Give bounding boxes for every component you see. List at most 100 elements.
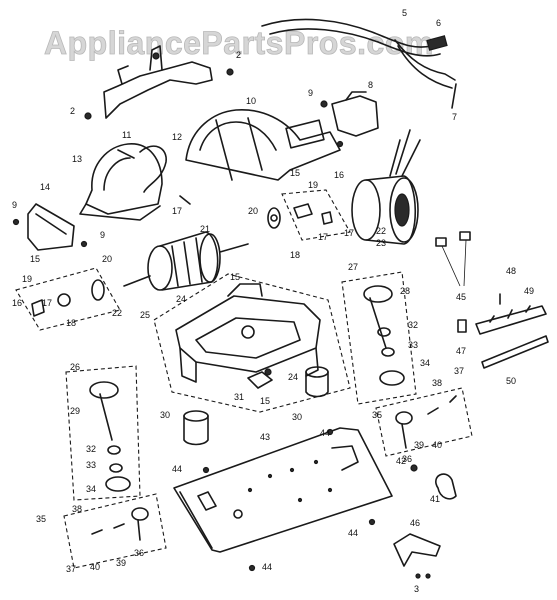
- callout-37: 37: [454, 366, 464, 376]
- power-cord-part: [261, 18, 456, 89]
- callout-39: 39: [116, 558, 126, 568]
- callout-32: 32: [86, 444, 96, 454]
- callout-35: 35: [372, 410, 382, 420]
- callout-22: 22: [376, 226, 386, 236]
- screw-part: [179, 195, 191, 205]
- callout-14: 14: [40, 182, 50, 192]
- callout-15: 15: [290, 168, 300, 178]
- callout-38: 38: [432, 378, 442, 388]
- bushing-parts: [183, 366, 329, 446]
- clamp-part: [435, 473, 457, 500]
- callout-47: 47: [456, 346, 466, 356]
- callout-34: 34: [420, 358, 430, 368]
- callout-42: 42: [396, 456, 406, 466]
- latch-group-right: [375, 387, 473, 457]
- callout-30: 30: [292, 412, 302, 422]
- motor-field-part: [351, 129, 421, 245]
- callout-9: 9: [308, 88, 313, 98]
- callout-49: 49: [524, 286, 534, 296]
- nut-part: [410, 464, 418, 472]
- callout-39: 39: [414, 440, 424, 450]
- callout-18: 18: [290, 250, 300, 260]
- callout-44: 44: [348, 528, 358, 538]
- upper-bracket-part: [103, 45, 213, 119]
- callout-29: 29: [70, 406, 80, 416]
- screw-part: [248, 564, 256, 572]
- screw-part: [415, 573, 421, 579]
- callout-3: 3: [414, 584, 419, 594]
- callout-40: 40: [432, 440, 442, 450]
- callout-21: 21: [200, 224, 210, 234]
- callout-28: 28: [400, 286, 410, 296]
- callout-13: 13: [72, 154, 82, 164]
- callout-24: 24: [288, 372, 298, 382]
- callout-24: 24: [176, 294, 186, 304]
- callout-32: 32: [408, 320, 418, 330]
- callout-17: 17: [42, 298, 52, 308]
- callout-40: 40: [90, 562, 100, 572]
- screw-part: [368, 518, 376, 526]
- screw-part: [425, 573, 431, 579]
- callout-37: 37: [66, 564, 76, 574]
- screw-part: [202, 466, 210, 474]
- callout-44: 44: [320, 428, 330, 438]
- armature-part: [123, 231, 249, 291]
- handle-part: [393, 533, 441, 567]
- gear-group-left: [65, 365, 141, 501]
- callout-9: 9: [12, 200, 17, 210]
- callout-27: 27: [348, 262, 358, 272]
- small-screw-part: [117, 149, 135, 159]
- callout-15: 15: [30, 254, 40, 264]
- callout-33: 33: [86, 460, 96, 470]
- callout-31: 31: [234, 392, 244, 402]
- callout-20: 20: [248, 206, 258, 216]
- callout-46: 46: [410, 518, 420, 528]
- callout-35: 35: [36, 514, 46, 524]
- bearing-group-left: [15, 267, 121, 331]
- switch-parts: [435, 231, 471, 287]
- callout-15: 15: [230, 272, 240, 282]
- callout-36: 36: [134, 548, 144, 558]
- callout-34: 34: [86, 484, 96, 494]
- screw-part: [80, 240, 88, 248]
- callout-19: 19: [22, 274, 32, 284]
- callout-5: 5: [402, 8, 407, 18]
- callout-48: 48: [506, 266, 516, 276]
- spring-clip-part: [139, 145, 167, 193]
- motor-cover-part: [185, 109, 341, 181]
- callout-11: 11: [122, 130, 131, 140]
- callout-26: 26: [70, 362, 80, 372]
- callout-17: 17: [344, 228, 354, 238]
- rack-part: [475, 305, 547, 335]
- callout-16: 16: [12, 298, 22, 308]
- callout-18: 18: [66, 318, 76, 328]
- base-plate-part: [173, 427, 393, 553]
- bar-part: [481, 335, 549, 369]
- screw-part: [320, 100, 328, 108]
- switch-bracket-part: [331, 91, 379, 137]
- callout-8: 8: [368, 80, 373, 90]
- screw-part: [326, 428, 334, 436]
- callout-6: 6: [436, 18, 441, 28]
- blade-guard-part: [79, 143, 163, 221]
- knob-part: [457, 319, 467, 333]
- callout-44: 44: [262, 562, 272, 572]
- callout-38: 38: [72, 504, 82, 514]
- callout-36: 36: [402, 454, 412, 464]
- base-bracket-part: [27, 203, 75, 251]
- pin-part: [451, 83, 457, 109]
- callout-2: 2: [236, 50, 241, 60]
- callout-17: 17: [318, 232, 328, 242]
- latch-group-left: [63, 493, 167, 569]
- fastener-parts: [247, 368, 273, 389]
- bearing-group-upper: [267, 189, 351, 241]
- screw-part: [226, 68, 234, 76]
- callout-30: 30: [160, 410, 170, 420]
- callout-22: 22: [112, 308, 122, 318]
- callout-44: 44: [172, 464, 182, 474]
- callout-12: 12: [172, 132, 182, 142]
- callout-7: 7: [452, 112, 457, 122]
- callout-17: 17: [172, 206, 182, 216]
- callout-2: 2: [70, 106, 75, 116]
